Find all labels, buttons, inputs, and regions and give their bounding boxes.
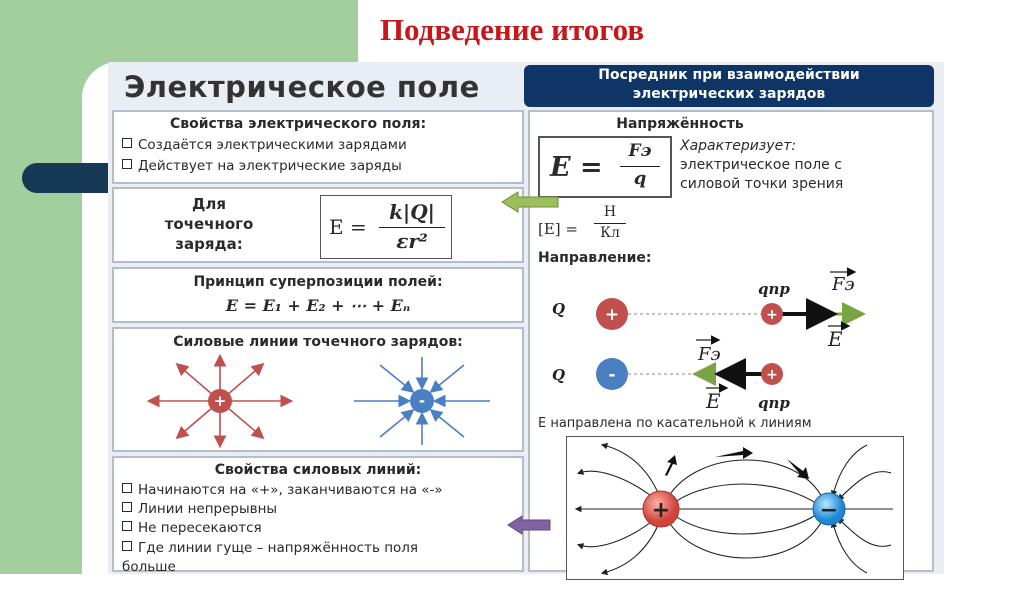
slide-title: Подведение итогов [379, 12, 645, 47]
infographic-poster: Электрическое поле Посредник при взаимод… [108, 62, 944, 580]
field-properties-box: Свойства электрического поля: Создаётся … [112, 110, 524, 184]
plus-sign: + [766, 367, 778, 383]
point-charge-formula-denominator: εr² [396, 229, 428, 253]
line-property-text: Начинаются на «+», заканчиваются на «-» [138, 482, 443, 498]
point-charge-formula: E = k|Q| εr² [320, 195, 452, 259]
point-charge-label-line1: Для [192, 195, 226, 213]
point-charge-box: Для точечного заряда: E = k|Q| εr² [112, 187, 524, 263]
line-property-item: Где линии гуще – напряжённость поля боль… [122, 539, 462, 577]
superposition-title: Принцип суперпозиции полей: [193, 274, 443, 290]
intensity-formula-lhs: E = [550, 152, 603, 183]
field-property-text: Действует на электрические заряды [138, 158, 402, 174]
field-label: E [705, 389, 721, 413]
line-property-item: Линии непрерывны [122, 501, 277, 517]
intensity-description-line1: Характеризует: [680, 138, 797, 154]
field-lines-box: Силовые линии точечного зарядов: + [112, 327, 524, 452]
q-label: Q [552, 300, 565, 318]
field-lines-diagram: + - [146, 353, 490, 449]
dipole-minus-sign: − [820, 498, 838, 523]
negative-field-lines [354, 357, 490, 445]
q-label: Q [552, 366, 565, 384]
line-properties-box: Свойства силовых линий: Начинаются на «+… [112, 456, 524, 575]
plus-sign: + [605, 305, 619, 325]
direction-title: Направление: [538, 250, 652, 266]
line-property-text: Не пересекаются [138, 520, 262, 536]
point-charge-formula-lhs: E = [329, 215, 367, 239]
intensity-description-line3: силовой точки зрения [680, 176, 844, 192]
checkbox-icon [122, 541, 132, 551]
mediator-header-line1: Посредник при взаимодействии [598, 67, 860, 83]
field-tangent-arrow [665, 455, 677, 476]
test-charge-icon [761, 363, 783, 385]
field-property-item: Действует на электрические заряды [122, 158, 402, 174]
checkbox-icon [122, 483, 132, 493]
field-tangent-arrow [715, 447, 753, 459]
fraction-bar [379, 227, 445, 228]
force-label: Fэ [697, 344, 721, 365]
intensity-formula: E = Fэ q [538, 136, 672, 198]
checkbox-icon [122, 159, 132, 169]
line-properties-title: Свойства силовых линий: [214, 462, 422, 478]
test-charge-label: qпр [758, 280, 790, 298]
mediator-header-line2: электрических зарядов [632, 86, 826, 102]
checkbox-icon [122, 502, 132, 512]
dipole-field-diagram: + − [566, 436, 904, 580]
fraction-bar [620, 166, 660, 167]
field-properties-title: Свойства электрического поля: [170, 116, 427, 132]
field-label: E [827, 327, 843, 351]
checkbox-icon [122, 138, 132, 148]
superposition-box: Принцип суперпозиции полей: E = E₁ + E₂ … [112, 267, 524, 323]
field-property-item: Создаётся электрическими зарядами [122, 137, 407, 153]
superposition-formula: E = E₁ + E₂ + ⋯ + Eₙ [225, 296, 411, 315]
dipole-positive-charge-icon [642, 490, 680, 528]
dipole-plus-sign: + [652, 498, 670, 523]
intensity-box: Напряжённость E = Fэ q Характеризует: эл… [528, 110, 934, 580]
intensity-unit-denominator: Кл [600, 225, 620, 241]
line-property-item: Не пересекаются [122, 520, 262, 536]
plus-sign: + [766, 307, 778, 323]
dipole-field-lines [574, 442, 893, 576]
mediator-header: Посредник при взаимодействии электрическ… [524, 65, 934, 107]
positive-sign: + [214, 392, 227, 410]
field-tangent-arrow [787, 459, 809, 479]
intensity-description-line2: электрическое поле с [680, 157, 842, 173]
line-property-text: Где линии гуще – напряжённость поля боль… [122, 540, 419, 575]
tangent-note: E направлена по касательной к линиям [538, 416, 812, 431]
test-charge-label: qпр [758, 394, 790, 412]
intensity-formula-numerator: Fэ [628, 141, 652, 161]
negative-sign: - [419, 392, 425, 410]
field-lines-title: Силовые линии точечного зарядов: [173, 334, 463, 350]
line-property-item: Начинаются на «+», заканчиваются на «-» [122, 482, 443, 498]
intensity-unit-numerator: Н [603, 204, 617, 220]
poster-main-title: Электрическое поле [124, 70, 480, 104]
line-property-text: Линии непрерывны [138, 501, 278, 517]
force-label: Fэ [831, 274, 855, 295]
test-charge-icon [761, 303, 783, 325]
field-property-text: Создаётся электрическими зарядами [138, 137, 407, 153]
point-charge-label-line3: заряда: [175, 235, 243, 253]
purple-connector-arrow [507, 515, 551, 535]
green-connector-arrow [501, 191, 559, 213]
dipole-negative-charge-icon [812, 492, 846, 526]
intensity-title: Напряжённость [616, 116, 744, 132]
negative-charge-icon [596, 358, 628, 390]
minus-sign: - [608, 365, 615, 385]
point-charge-label-line2: точечного [164, 215, 254, 233]
positive-charge-icon [596, 298, 628, 330]
intensity-formula-denominator: q [633, 168, 647, 189]
negative-charge-icon [410, 389, 434, 413]
fraction-bar [594, 223, 626, 224]
checkbox-icon [122, 521, 132, 531]
intensity-unit-lhs: [E] = [538, 220, 578, 238]
point-charge-formula-numerator: k|Q| [389, 200, 435, 224]
positive-charge-icon [208, 389, 232, 413]
direction-diagram: Q + + qпр Fэ E Q - + Fэ E qпр [552, 267, 866, 413]
